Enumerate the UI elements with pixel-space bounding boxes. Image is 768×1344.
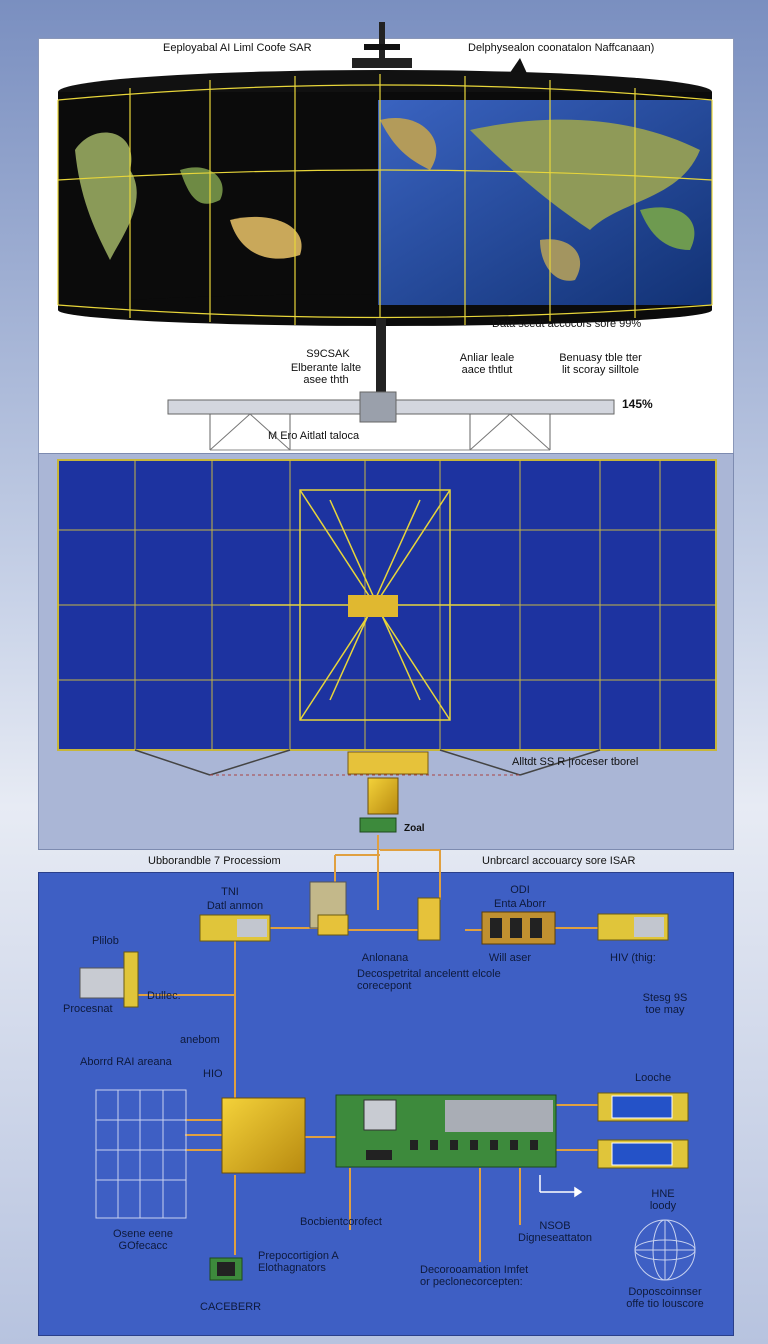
truss-bar <box>167 391 615 451</box>
center-pole <box>376 318 386 400</box>
dullec-label: Dullec. <box>147 990 181 1002</box>
decor-label: Decorooamation Imfet or peclonecorcepten… <box>420 1264 529 1288</box>
procesnat-label: Procesnat <box>63 1003 113 1015</box>
boobien-label: Bocbientcorofect <box>300 1216 382 1228</box>
processor-unit <box>347 751 429 833</box>
data-antenna-top-label: TNI <box>221 886 239 898</box>
bottom-title-right: Unbrcarcl accouarcy sore ISAR <box>482 855 636 867</box>
processor-label: Alltdt SS R |roceser tborel <box>512 756 639 768</box>
antenna-label: Anlonana <box>361 952 409 964</box>
anebom-label: anebom <box>180 1034 220 1046</box>
hio-label: HIO <box>203 1068 223 1080</box>
grid-label: Osene eene GOfecacc <box>113 1228 173 1252</box>
data-node-label: Enta Aborr <box>494 898 546 910</box>
boundary-label: Benuasy tble tter lit scoray silltole <box>559 352 642 376</box>
component-modules <box>79 881 689 1281</box>
antenna-sub-label: Anliar leale aace thtlut <box>459 352 515 376</box>
solar-panel <box>57 459 717 776</box>
hiv-label: HIV (thig: <box>610 952 656 964</box>
bottom-title-left: Ubborandble 7 Processiom <box>148 855 281 867</box>
will-aser-label: Will aser <box>488 952 532 964</box>
stesg-label: Stesg 9S toe may <box>642 992 688 1016</box>
prepo-label: Prepocortigion A Elothagnators <box>258 1250 339 1274</box>
chip-label: Zoal <box>404 823 425 834</box>
antenna-grid <box>95 1089 187 1219</box>
aboard-label: Aborrd RAI areana <box>80 1056 172 1068</box>
top-title-left: Eeployabal AI Liml Coofe SAR <box>163 42 312 54</box>
doposc-label: Doposcoinnser offe tio louscore <box>626 1286 704 1310</box>
data-antenna-label: Datl anmon <box>206 900 264 912</box>
sar-sub-label: Elberante lalte asee thth <box>290 362 362 386</box>
looche-label: Looche <box>635 1072 672 1084</box>
sar-label: S9CSAK <box>306 348 350 360</box>
hne-label: HNE loody <box>649 1188 677 1212</box>
nsob-label: NSOB Digneseattaton <box>518 1220 592 1244</box>
arrow-output <box>539 1175 583 1198</box>
decoder-label: Decospetrital ancelentt elcole corecepon… <box>357 968 501 992</box>
wireframe-globe-icon <box>634 1219 696 1281</box>
pilot-label: Plilob <box>92 935 119 947</box>
percent-label: 145% <box>622 397 653 411</box>
accuracy-label: Data scedt accocors sore 99% <box>492 318 642 330</box>
caceber-label: CACEBERR <box>200 1301 262 1313</box>
earth-globe-drum <box>57 70 713 326</box>
top-title-right: Delphysealon coonatalon Naffcanaan) <box>468 42 655 54</box>
data-node-top-label: ODI <box>510 884 530 896</box>
wiring <box>130 835 598 1262</box>
base-label: M Ero Aitlatl taloca <box>268 430 360 442</box>
